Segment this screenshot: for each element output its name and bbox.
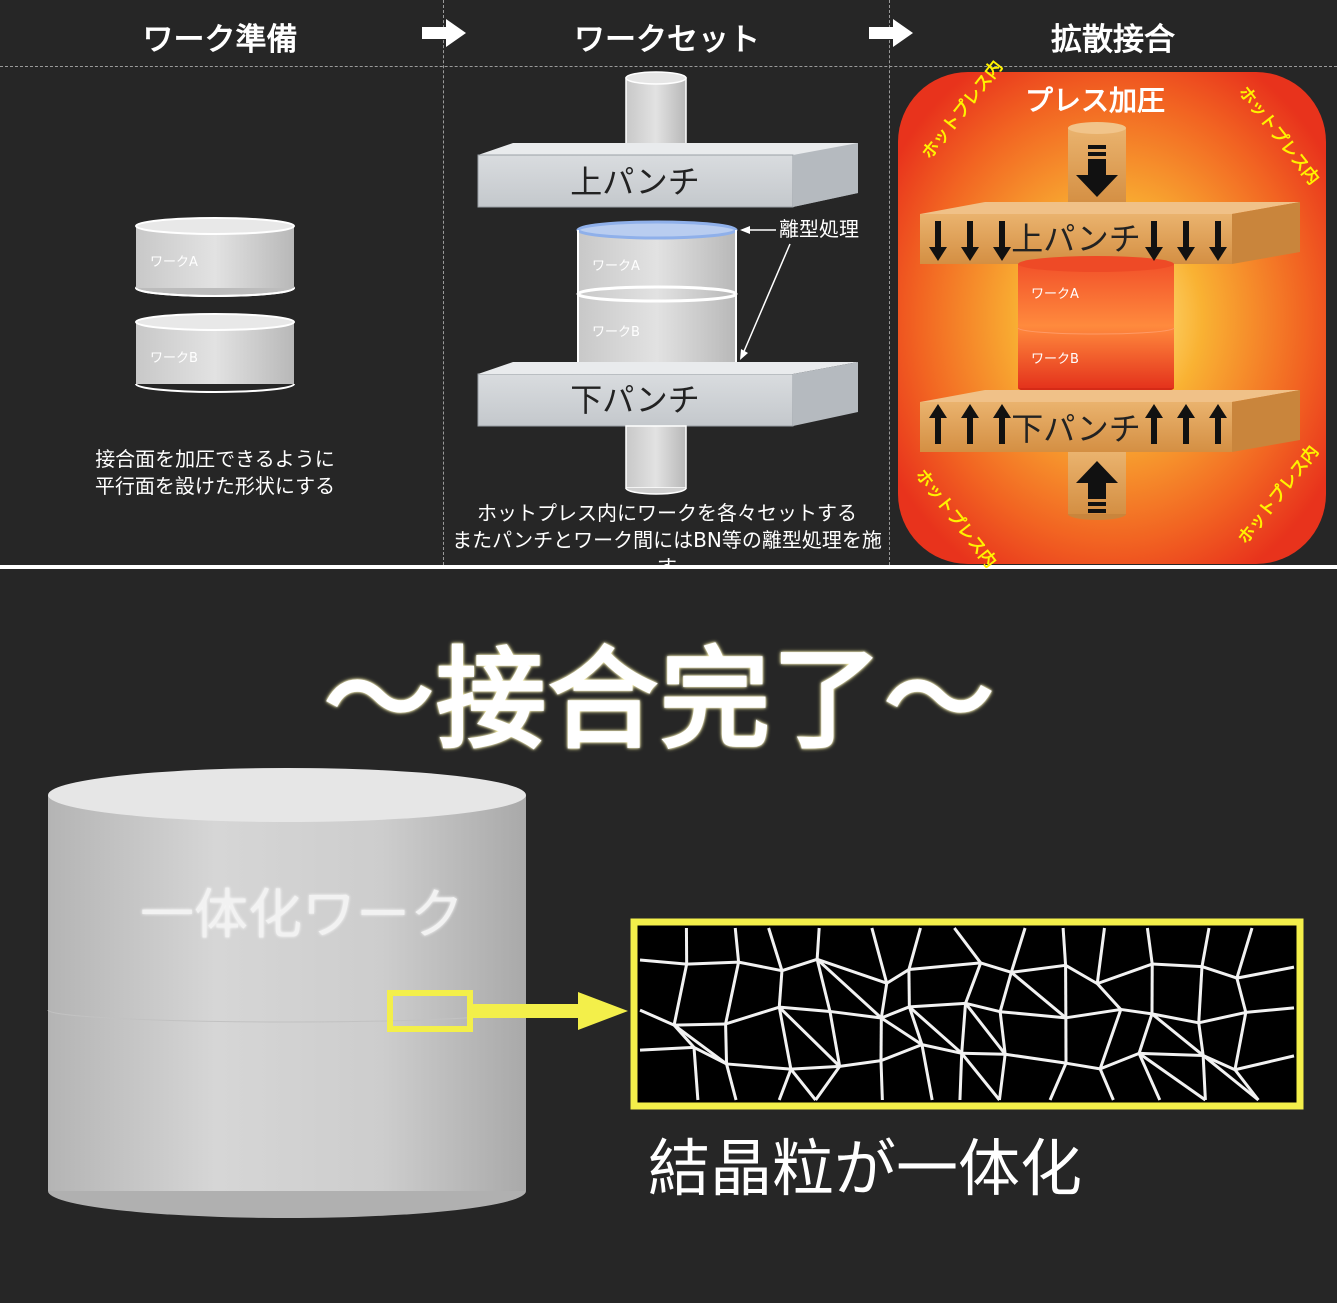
column-divider-1 [443,0,444,565]
step-bond-title: 拡散接合 [1051,22,1175,58]
prep-caption-line2: 平行面を設けた形状にする [94,474,336,498]
lower-punch-plate [477,362,858,427]
bond-work-a-label: ワークA [1031,287,1079,302]
unified-work-label: 一体化ワーク [140,883,464,946]
header-divider [0,66,1337,67]
release-label: 離型処理 [779,217,859,241]
bond-lower-punch-label: 下パンチ [1011,410,1141,448]
step-set-title: ワークセット [574,22,760,58]
grain-boundaries [639,927,1295,1102]
work-b-label: ワークB [150,351,198,366]
press-down-arrow-icon [1076,145,1118,197]
arrow-right-icon [422,19,466,47]
bond-work-b-label: ワークB [1031,352,1079,367]
upper-punch-plate [477,143,858,208]
bond-complete-title: ～接合完了～ [324,636,996,764]
stacked-works [576,220,738,374]
press-up-arrow-icon [1076,461,1118,513]
prep-caption-line1: 接合面を加圧できるように [95,447,335,471]
set-work-a-label: ワークA [592,259,640,274]
down-pressure-arrows [929,221,1227,261]
prep-caption: 接合面を加圧できるように 平行面を設けた形状にする [70,446,360,500]
lower-punch-label: 下パンチ [570,381,700,419]
set-caption: ホットプレス内にワークを各々セットする またパンチとワーク間にはBN等の離型処理… [447,500,887,581]
grain-structure-box [630,918,1304,1110]
up-pressure-arrows [929,404,1227,444]
upper-punch-label: 上パンチ [570,163,700,201]
column-divider-2 [889,0,890,565]
work-a-cylinder [135,217,295,297]
set-work-b-label: ワークB [592,325,640,340]
process-illustration: ワークA ワークB 上パンチ ワークA ワークB [135,19,1326,572]
process-steps-panel: ワーク準備 ワークセット 拡散接合 [0,0,1337,579]
grain-caption: 結晶粒が一体化 [648,1132,1083,1205]
bond-upper-punch-label: 上パンチ [1011,220,1141,258]
arrow-right-icon [869,19,913,47]
release-callout-lines [740,226,791,360]
work-b-cylinder [135,313,295,393]
zoom-arrow-icon [470,992,628,1030]
step-prep-title: ワーク準備 [142,22,298,58]
lower-shaft [625,425,687,495]
press-label: プレス加圧 [1025,84,1165,117]
upper-shaft [625,71,687,149]
work-a-label: ワークA [150,255,198,270]
set-caption-line1: ホットプレス内にワークを各々セットする [477,501,857,525]
